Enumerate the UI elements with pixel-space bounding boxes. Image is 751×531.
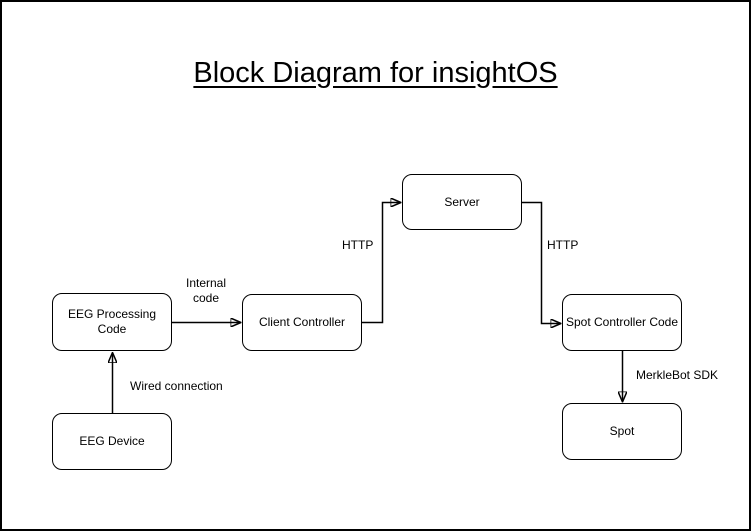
node-eeg-device-label: EEG Device: [79, 434, 145, 448]
diagram-title: Block Diagram for insightOS: [193, 57, 558, 89]
node-client-controller: Client Controller: [242, 294, 362, 351]
node-client-controller-label: Client Controller: [258, 315, 346, 329]
node-server: Server: [402, 174, 522, 230]
edge-label-internal-code: Internal code: [185, 276, 227, 305]
edge-label-http-client-server: HTTP: [342, 238, 374, 252]
node-eeg-processing-code-label: EEG Processing Code: [67, 307, 157, 336]
connector-server-to-spot-controller: [522, 201, 561, 324]
node-eeg-processing-code: EEG Processing Code: [52, 293, 172, 351]
connector-client-controller-to-server: [362, 203, 401, 324]
edge-label-wired-connection: Wired connection: [130, 379, 223, 393]
edge-label-merklebot-sdk: MerkleBot SDK: [636, 368, 719, 382]
node-spot-controller-code-label: Spot Controller Code: [565, 315, 679, 329]
node-eeg-device: EEG Device: [52, 413, 172, 470]
node-spot-controller-code: Spot Controller Code: [562, 294, 682, 351]
node-spot: Spot: [562, 403, 682, 460]
node-spot-label: Spot: [609, 424, 635, 438]
edge-label-http-server-spot-controller: HTTP: [547, 238, 579, 252]
node-server-label: Server: [444, 194, 480, 209]
